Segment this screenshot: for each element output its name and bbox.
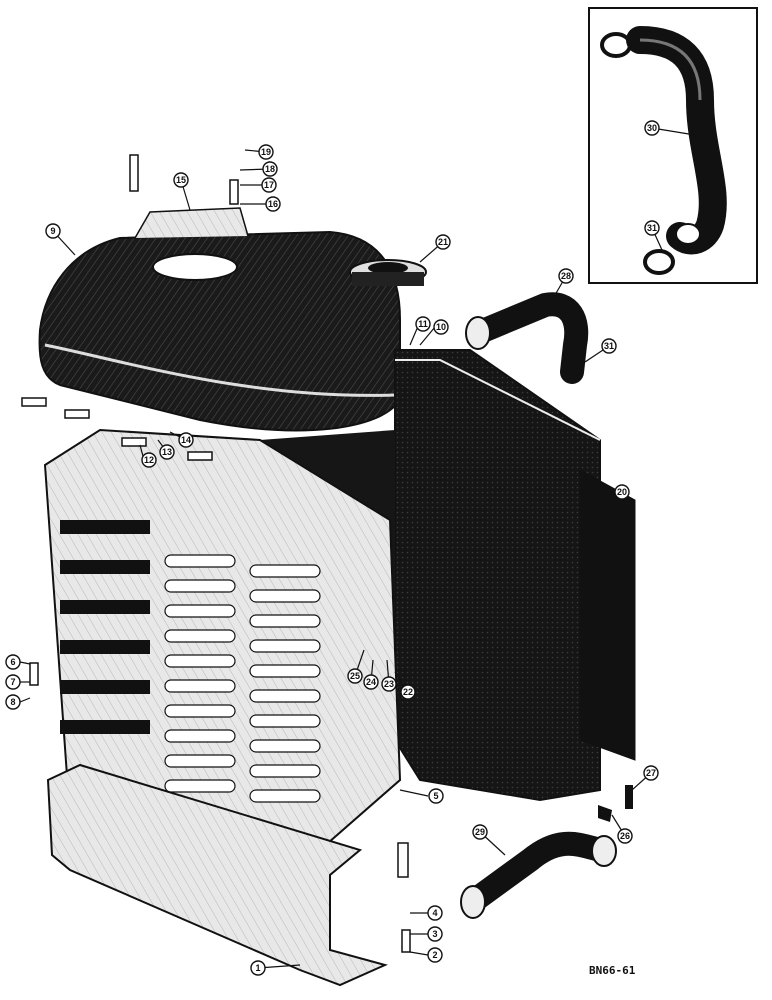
- callout-27: 27: [643, 765, 659, 781]
- svg-text:21: 21: [438, 237, 448, 247]
- svg-text:17: 17: [264, 180, 274, 190]
- svg-text:29: 29: [475, 827, 485, 837]
- callout-4: 4: [427, 905, 443, 921]
- svg-text:26: 26: [620, 831, 630, 841]
- callout-6: 6: [5, 654, 21, 670]
- callout-13: 13: [159, 444, 175, 460]
- bottom-support: [46, 763, 388, 987]
- svg-text:20: 20: [617, 487, 627, 497]
- callout-8: 8: [5, 694, 21, 710]
- callout-25: 25: [347, 668, 363, 684]
- svg-text:11: 11: [418, 319, 428, 329]
- svg-text:23: 23: [384, 679, 394, 689]
- svg-text:3: 3: [432, 929, 437, 939]
- svg-text:6: 6: [10, 657, 15, 667]
- svg-text:28: 28: [561, 271, 571, 281]
- lower-hose: [460, 831, 617, 919]
- svg-text:10: 10: [436, 322, 446, 332]
- svg-text:5: 5: [433, 791, 438, 801]
- svg-text:16: 16: [268, 199, 278, 209]
- svg-text:8: 8: [10, 697, 15, 707]
- drawing-code: BN66-61: [589, 964, 636, 977]
- svg-text:24: 24: [366, 677, 376, 687]
- svg-text:31: 31: [604, 341, 614, 351]
- callout-7: 7: [5, 674, 21, 690]
- callout-20: 20: [614, 484, 630, 500]
- svg-text:13: 13: [162, 447, 172, 457]
- callout-23: 23: [381, 676, 397, 692]
- callout-31-inset: 31: [644, 220, 660, 236]
- svg-text:27: 27: [646, 768, 656, 778]
- drain-cock: [598, 785, 633, 822]
- callout-21: 21: [435, 234, 451, 250]
- svg-text:25: 25: [350, 671, 360, 681]
- callout-12: 12: [141, 452, 157, 468]
- callout-2: 2: [427, 947, 443, 963]
- callout-24: 24: [363, 674, 379, 690]
- callout-17: 17: [261, 177, 277, 193]
- callout-3: 3: [427, 926, 443, 942]
- svg-text:7: 7: [10, 677, 15, 687]
- grille-shell: [43, 428, 402, 852]
- callout-1: 1: [250, 960, 266, 976]
- callout-30: 30: [644, 120, 660, 136]
- svg-text:1: 1: [255, 963, 260, 973]
- callout-15: 15: [173, 172, 189, 188]
- svg-text:12: 12: [144, 455, 154, 465]
- callout-16: 16: [265, 196, 281, 212]
- svg-text:18: 18: [265, 164, 275, 174]
- svg-text:22: 22: [403, 687, 413, 697]
- svg-text:14: 14: [181, 435, 191, 445]
- upper-hose: [465, 292, 589, 384]
- svg-text:15: 15: [176, 175, 186, 185]
- callout-10: 10: [433, 319, 449, 335]
- top-tank: [38, 207, 401, 432]
- callout-14: 14: [178, 432, 194, 448]
- inset-panel: [588, 7, 758, 284]
- radiator-cap: [349, 259, 427, 286]
- callout-31: 31: [601, 338, 617, 354]
- callout-22: 22: [400, 684, 416, 700]
- callout-19: 19: [258, 144, 274, 160]
- callout-28: 28: [558, 268, 574, 284]
- callout-5: 5: [428, 788, 444, 804]
- svg-text:9: 9: [50, 226, 55, 236]
- callout-26: 26: [617, 828, 633, 844]
- callout-29: 29: [472, 824, 488, 840]
- svg-text:2: 2: [432, 950, 437, 960]
- bolts: [21, 154, 411, 953]
- svg-text:4: 4: [432, 908, 437, 918]
- svg-text:31: 31: [647, 223, 657, 233]
- svg-text:19: 19: [261, 147, 271, 157]
- svg-text:30: 30: [647, 123, 657, 133]
- callout-18: 18: [262, 161, 278, 177]
- callout-11: 11: [415, 316, 431, 332]
- callout-9: 9: [45, 223, 61, 239]
